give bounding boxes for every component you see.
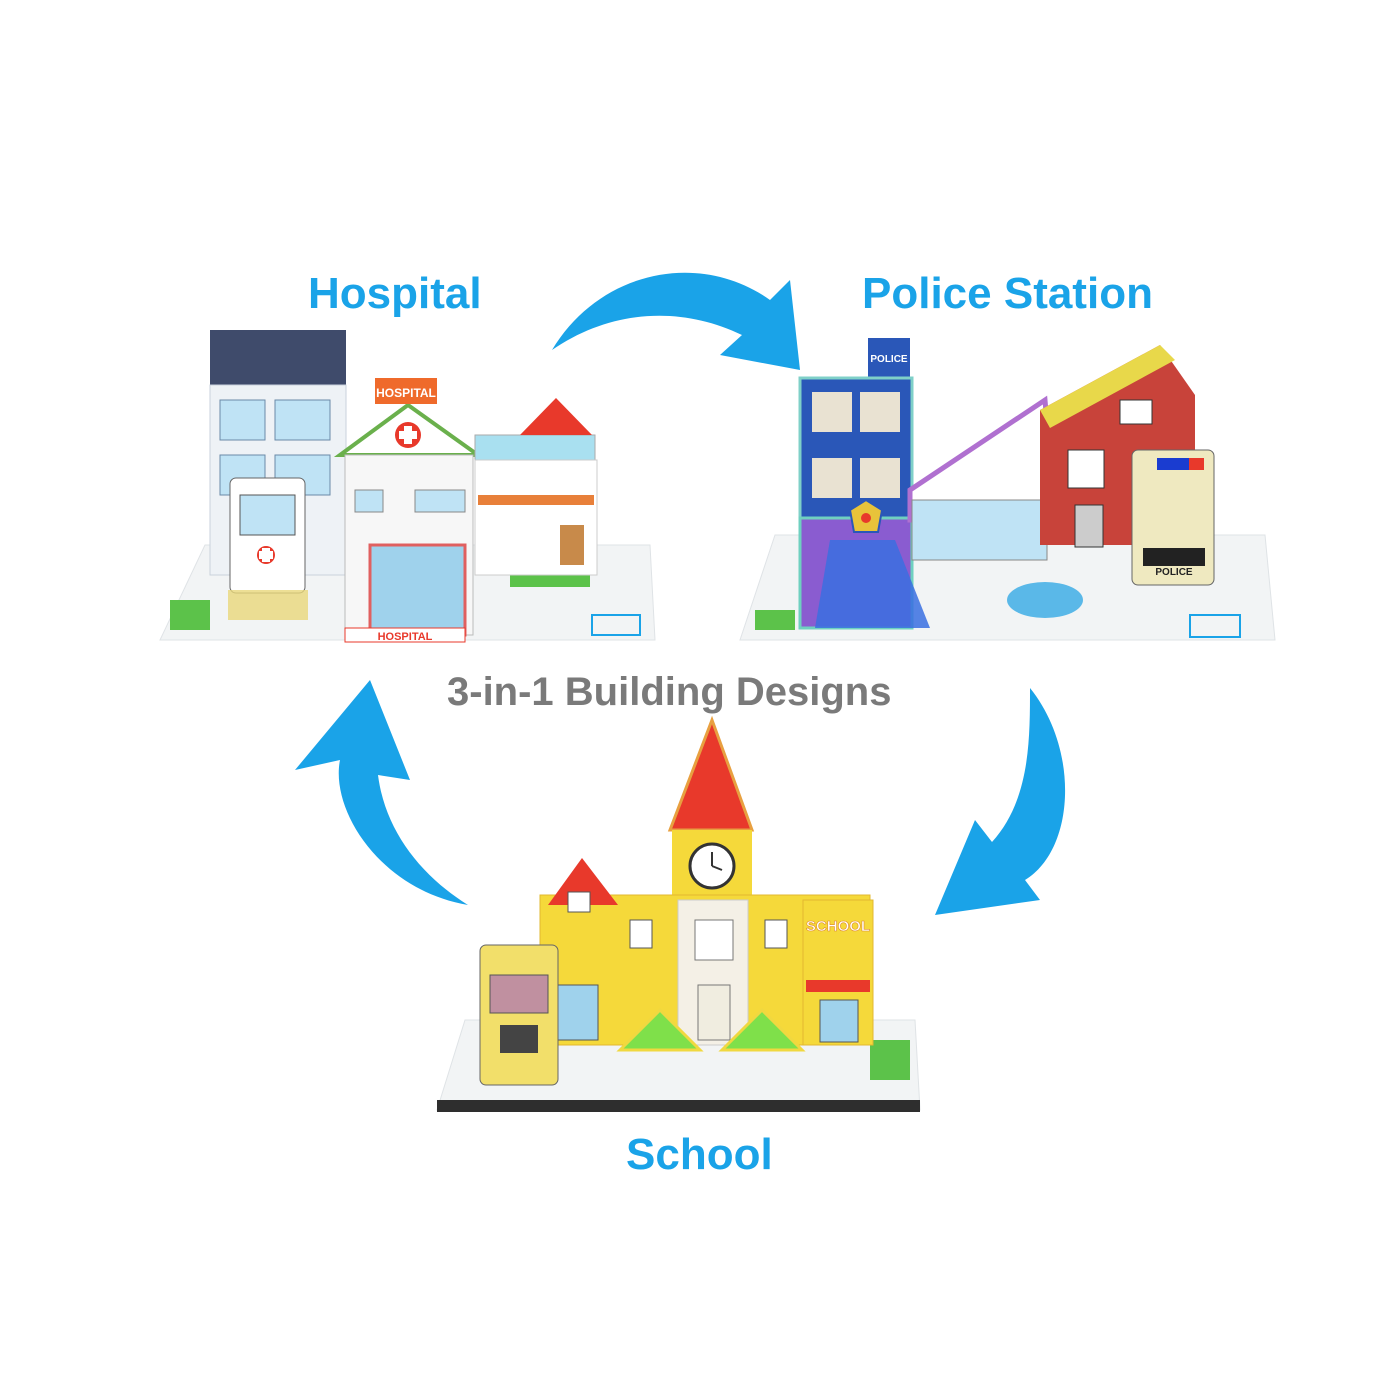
- police-station-model: POLICE POLICE: [739, 338, 1276, 641]
- police-station-label: Police Station: [862, 269, 1153, 318]
- school-model: SCHOOL: [436, 715, 921, 1112]
- hospital-floor-sign: HOSPITAL: [378, 631, 433, 643]
- police-tower-sign: POLICE: [870, 354, 908, 365]
- hospital-model: HOSPITAL HOSPITAL: [159, 330, 656, 643]
- medical-cross-icon: [395, 422, 421, 448]
- curved-arrow-icon: [935, 688, 1066, 915]
- curved-arrow-icon: [552, 272, 800, 370]
- hospital-roof-sign: HOSPITAL: [376, 386, 436, 400]
- school-side-sign: SCHOOL: [806, 918, 870, 935]
- center-title: 3-in-1 Building Designs: [447, 670, 892, 714]
- clock-icon: [688, 842, 736, 890]
- hospital-label: Hospital: [308, 269, 482, 318]
- school-label: School: [626, 1130, 773, 1179]
- police-badge-icon: [848, 498, 884, 533]
- police-car-sign: POLICE: [1155, 567, 1193, 578]
- curved-arrow-icon: [295, 680, 468, 905]
